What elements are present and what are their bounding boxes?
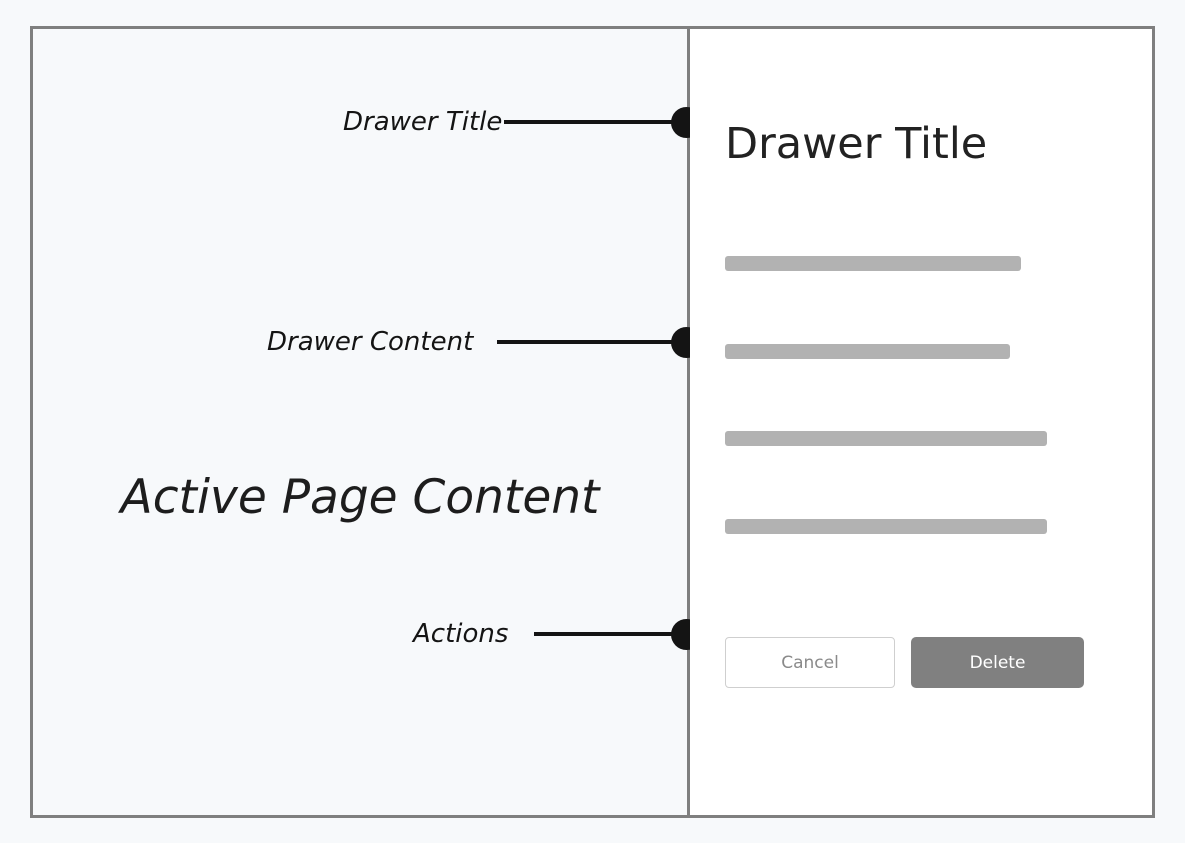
leader-line bbox=[534, 632, 673, 636]
callout-drawer-content-label: Drawer Content bbox=[267, 327, 474, 357]
diagram-frame: Active Page Content Drawer Title Drawer … bbox=[30, 26, 1155, 818]
callout-drawer-content: Drawer Content bbox=[267, 326, 702, 358]
callout-drawer-title-label: Drawer Title bbox=[343, 107, 503, 137]
content-placeholder-bar bbox=[725, 519, 1047, 534]
callout-actions-label: Actions bbox=[413, 619, 509, 649]
callout-drawer-title: Drawer Title bbox=[343, 106, 702, 138]
content-placeholder-bar bbox=[725, 431, 1047, 446]
drawer-title: Drawer Title bbox=[725, 119, 988, 169]
content-placeholder-bar bbox=[725, 256, 1021, 271]
leader-line bbox=[497, 340, 673, 344]
drawer-panel: Drawer Title Cancel Delete bbox=[690, 29, 1152, 815]
active-page-pane: Active Page Content Drawer Title Drawer … bbox=[33, 29, 702, 815]
delete-button[interactable]: Delete bbox=[911, 637, 1084, 688]
cancel-button[interactable]: Cancel bbox=[725, 637, 895, 688]
active-page-content-label: Active Page Content bbox=[120, 470, 600, 525]
drawer-actions: Cancel Delete bbox=[725, 637, 1084, 688]
content-placeholder-bar bbox=[725, 344, 1010, 359]
leader-line bbox=[504, 120, 673, 124]
callout-actions: Actions bbox=[413, 618, 702, 650]
